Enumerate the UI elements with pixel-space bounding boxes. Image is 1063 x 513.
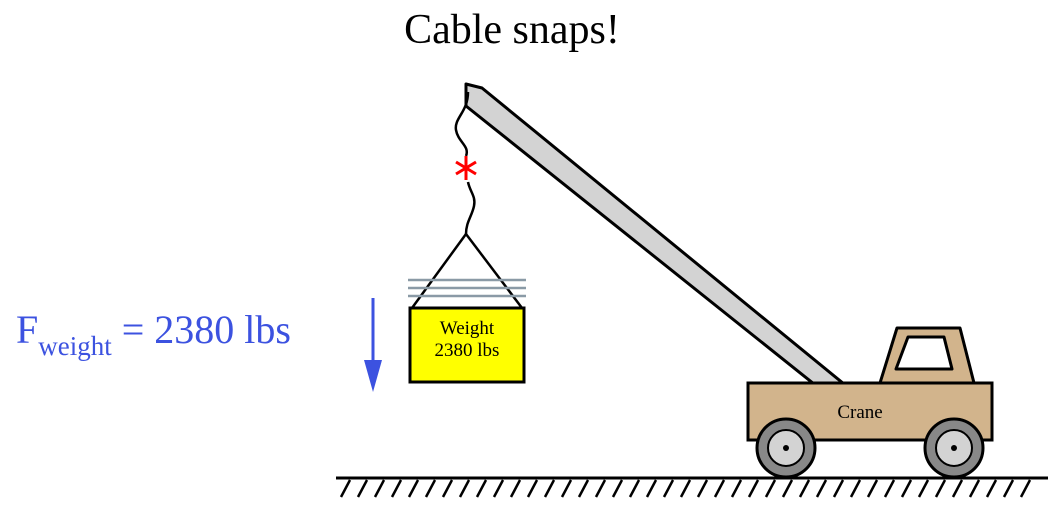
ground-hatch xyxy=(407,479,420,498)
ground xyxy=(336,476,1048,498)
force-subscript: weight xyxy=(38,331,112,361)
ground-hatch xyxy=(475,479,488,498)
ground-hatch xyxy=(339,479,352,498)
ground-hatch xyxy=(696,479,709,498)
ground-hatch xyxy=(441,479,454,498)
ground-hatch xyxy=(424,479,437,498)
force-value: = 2380 lbs xyxy=(111,307,291,352)
ground-hatch xyxy=(373,479,386,498)
ground-hatch xyxy=(951,479,964,498)
ground-hatch xyxy=(1019,479,1032,498)
ground-hatch xyxy=(492,479,505,498)
ground-hatch xyxy=(594,479,607,498)
snap-marker xyxy=(455,156,477,180)
ground-hatch xyxy=(577,479,590,498)
ground-hatch xyxy=(509,479,522,498)
ground-hatch xyxy=(747,479,760,498)
diagram-title: Cable snaps! xyxy=(404,7,620,53)
ground-hatch xyxy=(798,479,811,498)
ground-hatch xyxy=(645,479,658,498)
wheel-rear xyxy=(755,417,817,479)
ground-hatch xyxy=(560,479,573,498)
force-arrow xyxy=(364,298,382,392)
weight-box xyxy=(408,306,526,384)
ground-hatch xyxy=(849,479,862,498)
ground-hatch xyxy=(934,479,947,498)
crane-label: Crane xyxy=(837,402,883,423)
weight-box-line1: Weight xyxy=(439,318,495,339)
ground-hatch xyxy=(458,479,471,498)
weight-box-line2: 2380 lbs xyxy=(434,340,500,361)
ground-hatch xyxy=(713,479,726,498)
ground-hatch xyxy=(662,479,675,498)
ground-hatch xyxy=(917,479,930,498)
ground-hatch xyxy=(356,479,369,498)
weight-box-label: Weight 2380 lbs xyxy=(410,318,524,362)
cab-window xyxy=(894,335,954,371)
ground-hatch xyxy=(781,479,794,498)
motion-lines xyxy=(408,278,526,298)
force-label: Fweight = 2380 lbs xyxy=(16,306,291,361)
ground-hatch xyxy=(866,479,879,498)
force-symbol: F xyxy=(16,307,39,352)
ground-hatch xyxy=(815,479,828,498)
ground-hatch xyxy=(1002,479,1015,498)
ground-hatch xyxy=(985,479,998,498)
ground-hatch xyxy=(543,479,556,498)
cable-upper xyxy=(454,91,470,157)
ground-hatch xyxy=(611,479,624,498)
ground-hatch xyxy=(526,479,539,498)
ground-hatch xyxy=(730,479,743,498)
ground-hatch xyxy=(900,479,913,498)
cable-lower xyxy=(464,181,476,235)
ground-hatch xyxy=(883,479,896,498)
ground-hatch xyxy=(679,479,692,498)
ground-hatch xyxy=(628,479,641,498)
wheel-front xyxy=(923,417,985,479)
ground-hatch xyxy=(764,479,777,498)
ground-hatch xyxy=(832,479,845,498)
ground-hatch xyxy=(968,479,981,498)
ground-hatch xyxy=(390,479,403,498)
